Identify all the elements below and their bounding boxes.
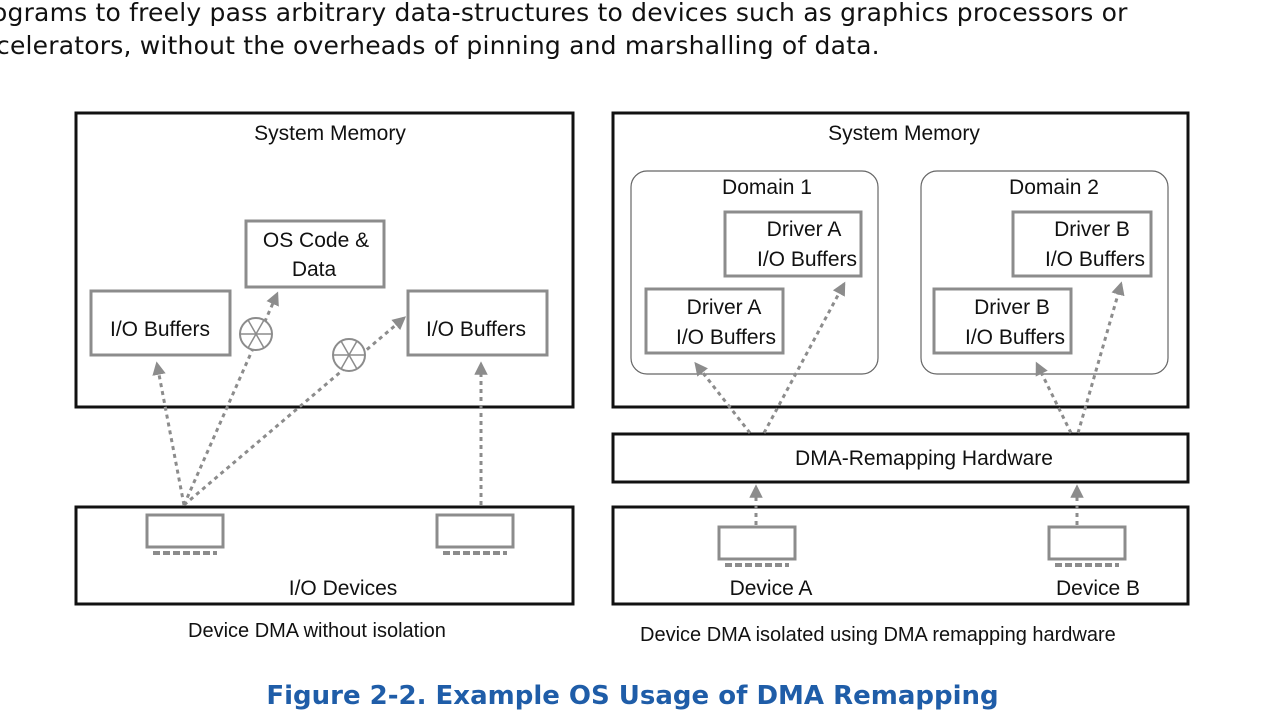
domain-1-upper-buffers-label-2: I/O Buffers — [757, 248, 857, 271]
intro-text-line-2: celerators, without the overheads of pin… — [0, 31, 880, 60]
figure-caption: Figure 2-2. Example OS Usage of DMA Rema… — [266, 681, 999, 711]
remap-to-d2-lower-arrow — [1035, 361, 1073, 434]
right-devices-box — [611, 505, 1190, 606]
right-system-memory-title: System Memory — [828, 122, 980, 145]
domain-1-lower-buffers-box — [644, 287, 785, 355]
domain-2-lower-buffers-label-1: Driver B — [974, 296, 1050, 319]
remap-to-d2-upper-arrow — [1076, 281, 1125, 434]
device-a-icon — [717, 525, 797, 567]
device-b-icon — [1047, 525, 1127, 567]
right-io-buffers-label: I/O Buffers — [426, 318, 526, 341]
left-io-buffers-label: I/O Buffers — [110, 318, 210, 341]
domain-2-upper-buffers-label-2: I/O Buffers — [1045, 248, 1145, 271]
dma-remapping-hardware-label: DMA-Remapping Hardware — [795, 447, 1053, 470]
blocked-access-icon-1 — [239, 317, 273, 351]
intro-text-line-1: ograms to freely pass arbitrary data-str… — [0, 0, 1128, 27]
io-device-icon-1 — [145, 513, 225, 555]
remap-to-d1-lower-arrow — [694, 361, 752, 434]
os-code-data-label-2: Data — [292, 258, 337, 281]
dma-arrow-to-right-io-buffers — [183, 316, 407, 507]
io-devices-box — [74, 505, 575, 606]
domain-1-title: Domain 1 — [722, 176, 812, 199]
io-devices-label: I/O Devices — [289, 577, 398, 600]
left-io-buffers-box — [89, 289, 232, 357]
dma-remapping-hardware-box — [611, 432, 1190, 484]
domain-2-title: Domain 2 — [1009, 176, 1099, 199]
right-panel: System Memory Domain 1 Domain 2 Driver A… — [611, 111, 1190, 606]
io-device-icon-2 — [435, 513, 515, 555]
os-code-data-label-1: OS Code & — [263, 229, 369, 252]
domain-2-upper-buffers-box — [1011, 210, 1153, 278]
os-code-data-box — [244, 219, 386, 289]
domain-1-box — [630, 170, 879, 375]
domain-1-lower-buffers-label-1: Driver A — [687, 296, 762, 319]
left-system-memory-title: System Memory — [254, 122, 406, 145]
domain-1-lower-buffers-label-2: I/O Buffers — [676, 326, 776, 349]
left-panel: System Memory OS Code & Data I/O Buffers… — [74, 111, 575, 606]
domain-2-upper-buffers-label-1: Driver B — [1054, 218, 1130, 241]
right-io-buffers-box — [406, 289, 549, 357]
device-a-label: Device A — [730, 577, 813, 600]
domain-1-upper-buffers-label-1: Driver A — [767, 218, 842, 241]
domain-2-lower-buffers-label-2: I/O Buffers — [965, 326, 1065, 349]
right-system-memory-box — [611, 111, 1190, 409]
domain-1-upper-buffers-box — [723, 210, 863, 278]
domain-2-lower-buffers-box — [932, 287, 1073, 355]
left-panel-caption: Device DMA without isolation — [188, 620, 446, 642]
right-panel-caption: Device DMA isolated using DMA remapping … — [640, 624, 1116, 646]
dma-arrow-to-left-io-buffers — [152, 361, 186, 506]
blocked-access-icon-2 — [332, 338, 366, 372]
left-system-memory-box — [74, 111, 575, 409]
device-b-label: Device B — [1056, 577, 1140, 600]
